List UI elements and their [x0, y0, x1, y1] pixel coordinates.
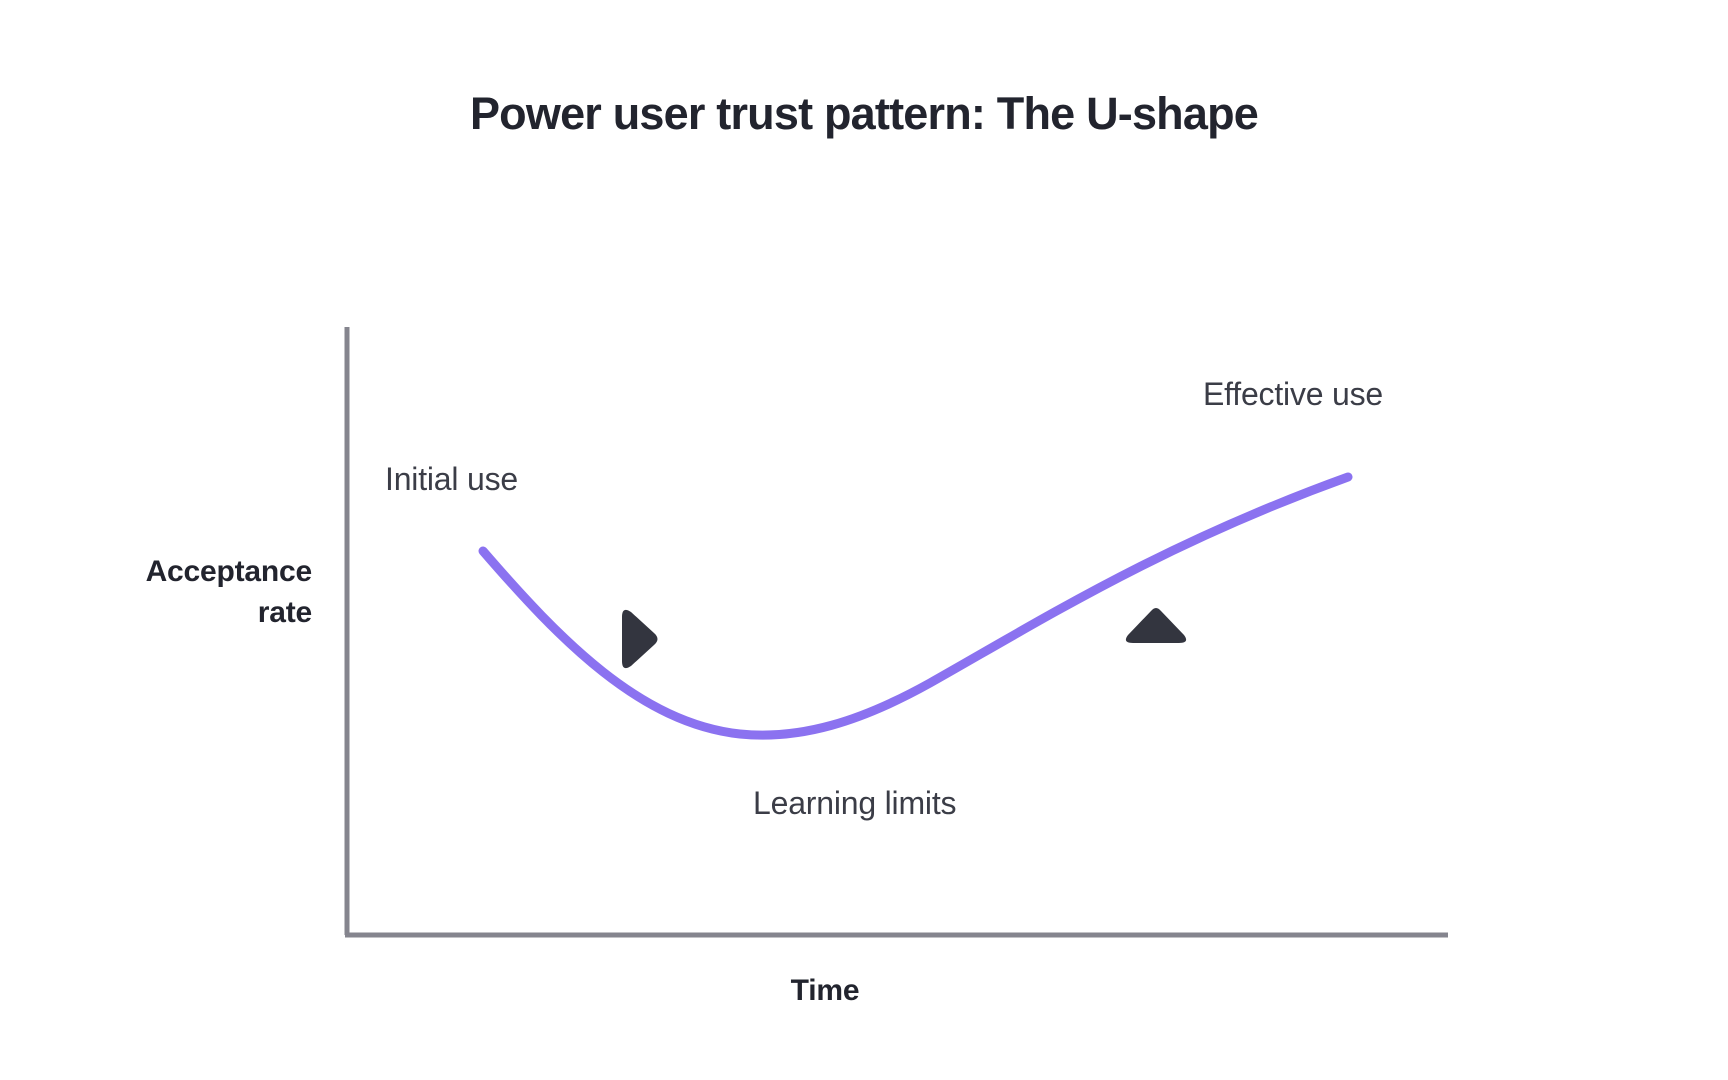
y-axis-label-line-1: Acceptance	[145, 555, 313, 588]
annotation-effective-use: Effective use	[1203, 376, 1384, 412]
annotation-learning-limits: Learning limits	[753, 785, 957, 821]
acceptance-rate-curve	[478, 472, 1353, 740]
annotation-initial-use: Initial use	[385, 461, 518, 497]
y-axis-label: Acceptance rate	[30, 552, 313, 633]
page-title: Power user trust pattern: The U-shape	[469, 88, 1259, 139]
triangle-right-icon	[622, 609, 658, 669]
x-axis-label: Time	[790, 974, 860, 1007]
y-axis-label-line-2: rate	[257, 595, 312, 629]
triangle-up-icon	[1125, 608, 1187, 643]
